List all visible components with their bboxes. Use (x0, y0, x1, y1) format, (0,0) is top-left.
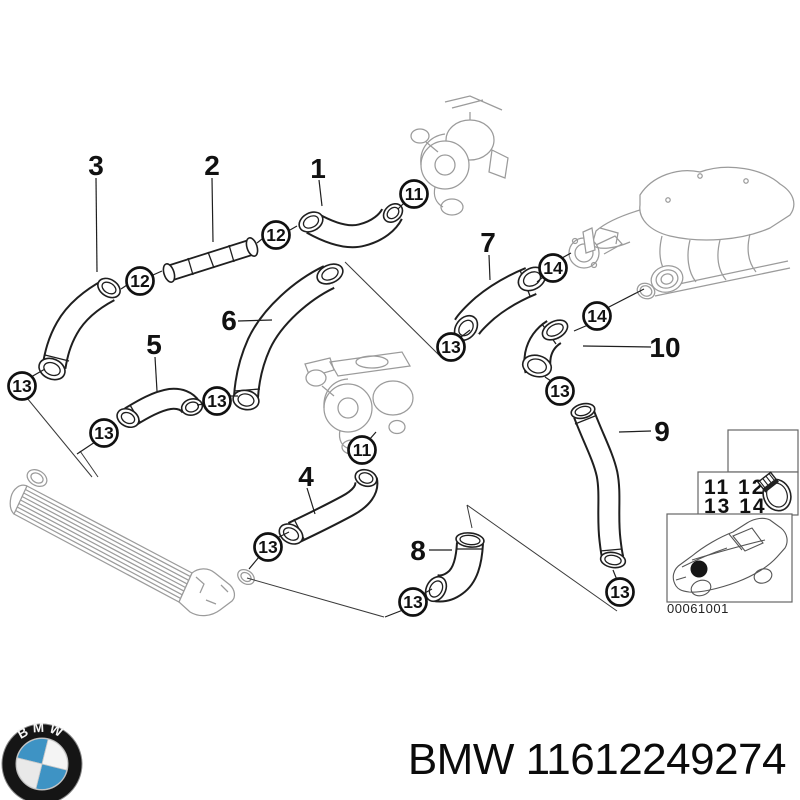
hose-10 (521, 319, 569, 378)
svg-text:12: 12 (130, 271, 150, 291)
callout-13-g: 13 (398, 587, 428, 617)
label-part-3: 3 (88, 150, 104, 181)
svg-text:13: 13 (550, 381, 570, 401)
hose-8 (424, 532, 485, 603)
legend: 11 12 13 14 (697, 429, 799, 518)
label-part-1: 1 (310, 153, 326, 184)
intercooler-inlet-port (26, 469, 48, 487)
legend-row-1: 11 12 (704, 476, 765, 499)
location-dot (690, 560, 708, 578)
svg-text:11: 11 (353, 440, 372, 460)
hose-5 (116, 387, 204, 429)
label-part-10: 10 (649, 332, 680, 363)
hose-4 (278, 468, 379, 545)
label-part-4: 4 (298, 461, 314, 492)
svg-text:13: 13 (610, 582, 630, 602)
label-part-5: 5 (146, 329, 162, 360)
turbocharger-top (410, 95, 509, 216)
legend-upper-box (727, 429, 799, 473)
hose-6 (232, 263, 344, 411)
callout-12-a: 12 (261, 220, 291, 250)
pipe-2 (162, 237, 259, 283)
svg-text:11: 11 (405, 184, 424, 204)
bmw-logo-letters: BMW (15, 720, 69, 742)
callout-13-e: 13 (436, 332, 466, 362)
callout-13-f: 13 (545, 376, 575, 406)
callout-13-b: 13 (89, 418, 119, 448)
part-labels: 3 2 1 6 5 7 10 4 8 9 (88, 150, 680, 566)
hose-7 (453, 266, 547, 342)
construction-lines (26, 261, 618, 618)
car-thumbnail: 00061001 (666, 513, 793, 616)
svg-text:13: 13 (258, 537, 278, 557)
intercooler-outlet-tank (178, 568, 236, 617)
hose-1 (298, 202, 404, 249)
callout-14-a: 14 (538, 253, 568, 283)
svg-text:12: 12 (266, 225, 286, 245)
callout-13-d: 13 (253, 532, 283, 562)
callout-13-c: 13 (202, 386, 232, 416)
svg-text:13: 13 (441, 337, 461, 357)
intercooler (9, 469, 255, 617)
svg-text:14: 14 (587, 306, 607, 326)
svg-text:13: 13 (403, 592, 423, 612)
brand-text: BMW (407, 735, 515, 784)
clamp-callouts: 12 12 11 11 14 14 13 13 13 13 13 13 13 1… (7, 179, 635, 617)
hose-3 (38, 277, 121, 381)
intake-manifold (582, 166, 795, 300)
callout-13-a: 13 (7, 371, 37, 401)
part-number-title: BMW 11612249274 (407, 735, 787, 785)
label-part-2: 2 (204, 150, 220, 181)
label-part-6: 6 (221, 305, 237, 336)
callout-13-h: 13 (605, 577, 635, 607)
label-part-7: 7 (480, 227, 496, 258)
hose-9 (570, 402, 627, 569)
svg-text:13: 13 (207, 391, 227, 411)
label-part-9: 9 (654, 416, 670, 447)
diagram-code: 00061001 (667, 601, 729, 616)
callout-11-a: 11 (399, 179, 429, 209)
svg-text:13: 13 (94, 423, 114, 443)
svg-text:13: 13 (12, 376, 32, 396)
intercooler-outlet-port (237, 568, 255, 586)
callout-14-b: 14 (582, 301, 612, 331)
svg-text:14: 14 (543, 258, 563, 278)
manifold-inlet-port (636, 282, 656, 300)
callout-12-b: 12 (125, 266, 155, 296)
part-number-text: 11612249274 (525, 735, 787, 784)
label-part-8: 8 (410, 535, 426, 566)
car-box (666, 513, 793, 603)
callout-11-b: 11 (347, 435, 377, 465)
bmw-logo: BMW (1, 720, 83, 800)
hose-clamp-icon (757, 471, 792, 512)
legend-row-2: 13 14 (704, 495, 767, 518)
manifold-throttle-spiral (650, 265, 684, 293)
